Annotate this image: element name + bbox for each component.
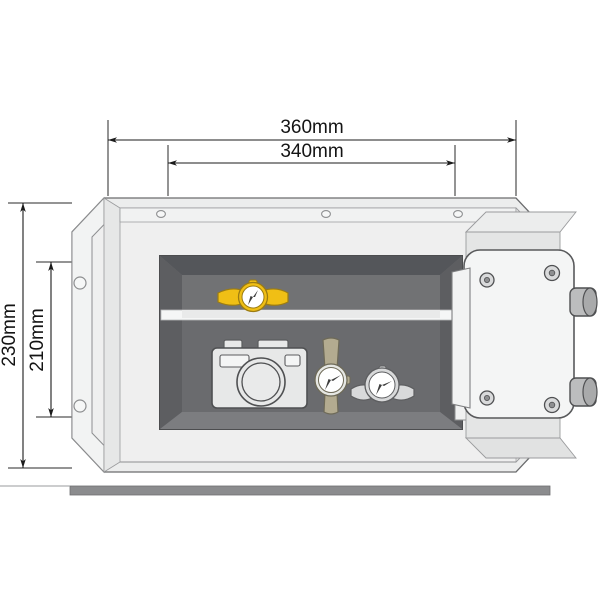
content-gold-watch	[217, 279, 289, 313]
safe-interior-cavity	[159, 255, 463, 430]
camera-lens-inner	[241, 362, 281, 402]
dimension-label-width-outer: 360mm	[280, 117, 343, 138]
tan-watch-strap-lower	[323, 391, 339, 415]
gold-watch-strap-right	[261, 288, 289, 306]
content-camera	[211, 339, 308, 409]
interior-shelf-edge	[182, 310, 440, 318]
door-bolt-top-left-center	[483, 276, 490, 283]
dimension-group-top: 360mm 340mm	[107, 117, 517, 196]
mounting-hole-top-3	[453, 210, 463, 218]
door-bottom-bevel	[464, 437, 577, 459]
door-bolt-top-right-center	[548, 269, 556, 277]
content-silver-watch	[350, 365, 415, 403]
tan-watch-strap-upper	[322, 337, 340, 370]
mounting-hole-left-2	[73, 399, 87, 413]
door-bolt-bottom-left-center	[483, 394, 490, 401]
door-bolt-bottom-right-center	[548, 401, 556, 409]
gold-watch-hand-minute	[248, 296, 253, 305]
cavity-floor	[160, 412, 462, 429]
cavity-left-wall	[160, 256, 182, 429]
camera-flash	[284, 354, 301, 367]
door-top-bevel	[464, 211, 577, 233]
cavity-top-wall	[160, 256, 462, 275]
silver-watch-hand-hour	[382, 381, 392, 386]
dimension-label-width-inner: 340mm	[280, 141, 343, 162]
mounting-hole-top-2	[321, 210, 331, 218]
door-hinge-edge-plate	[451, 267, 471, 409]
locking-bolt-upper-cap	[582, 287, 598, 317]
content-tan-watch	[314, 337, 351, 415]
gold-watch-hand-hour	[253, 290, 258, 297]
ground-bar	[69, 485, 551, 496]
dimension-label-height-inner: 210mm	[27, 308, 48, 371]
safe-door	[451, 211, 598, 459]
mounting-hole-top-1	[156, 210, 166, 218]
door-locking-bolts	[569, 287, 598, 407]
dimension-group-left: 230mm 210mm	[0, 202, 92, 469]
tan-watch-hand-hour	[331, 375, 341, 381]
safe-left-bevel	[103, 197, 121, 473]
mounting-hole-left-1	[73, 276, 87, 290]
tan-watch-hand-minute	[325, 379, 331, 390]
silver-watch-hand-minute	[376, 384, 382, 395]
door-face-bolts	[479, 264, 561, 414]
locking-bolt-lower-cap	[582, 377, 598, 407]
dimension-label-height-outer: 230mm	[0, 303, 20, 366]
